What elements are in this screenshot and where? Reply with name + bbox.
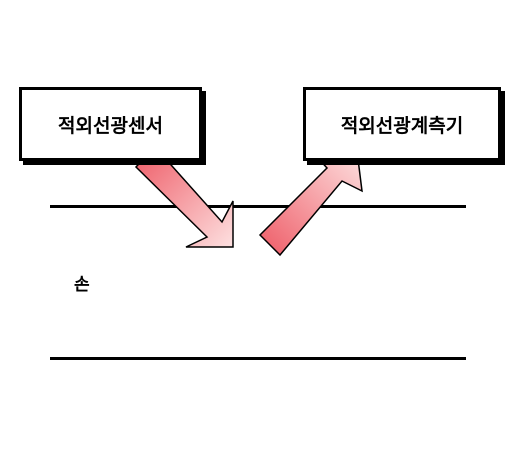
bottom-boundary-line <box>50 357 466 360</box>
reflected-arrow <box>258 150 363 257</box>
infrared-sensor-box: 적외선광센서 <box>19 87 202 161</box>
incident-arrow <box>134 145 234 248</box>
infrared-sensor-label: 적외선광센서 <box>58 114 163 137</box>
infrared-meter-box: 적외선광계측기 <box>303 87 501 161</box>
top-boundary-line <box>50 205 466 208</box>
infrared-meter-label: 적외선광계측기 <box>340 114 464 137</box>
hand-label: 손 <box>74 275 90 295</box>
